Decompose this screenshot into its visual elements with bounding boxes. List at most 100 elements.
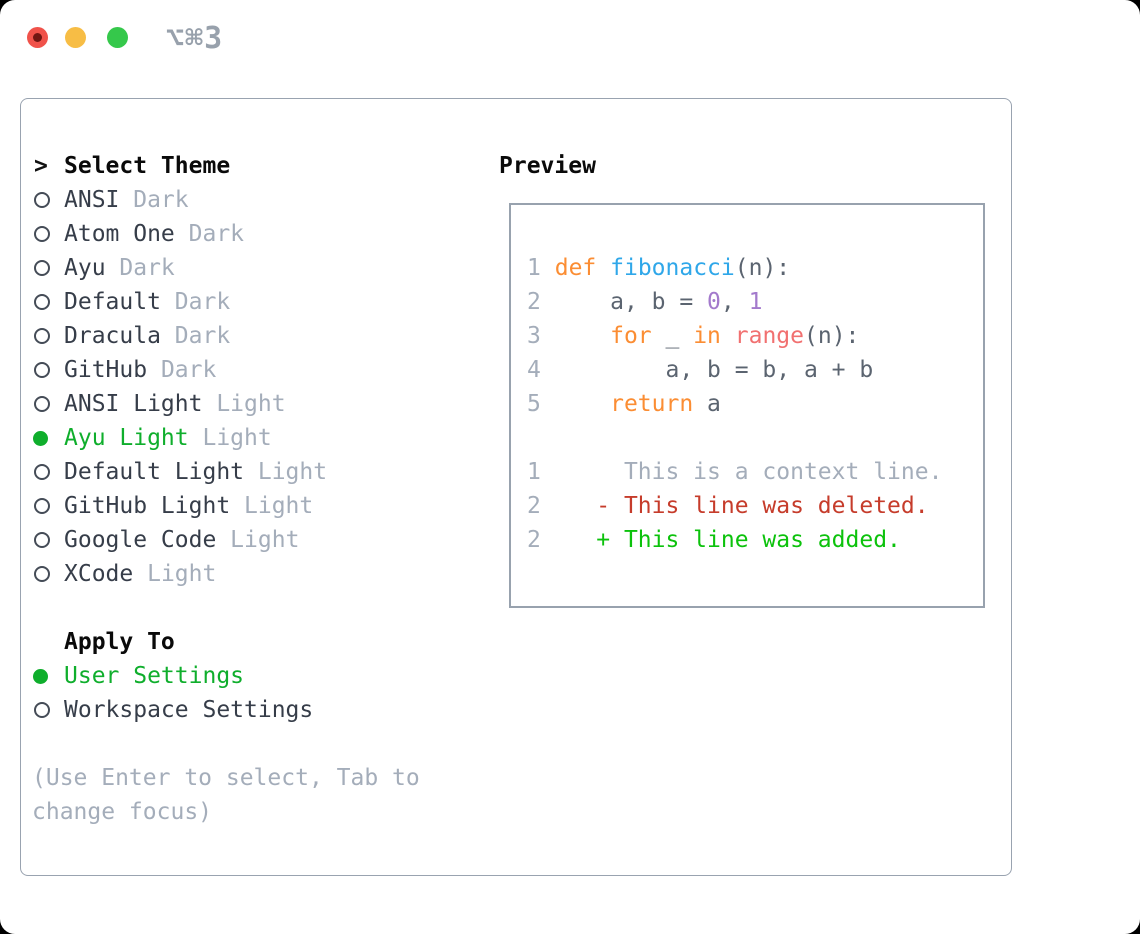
code-token-kw: return [610, 391, 694, 417]
theme-name: ANSI [64, 187, 120, 213]
radio-ring [34, 396, 50, 412]
theme-option-ayu[interactable]: Ayu Dark [32, 251, 472, 285]
radio-ring [34, 260, 50, 276]
code-token-tx: a, b = b, a + b [540, 357, 874, 383]
apply-option-label: Workspace Settings [64, 697, 314, 723]
line-number: 5 [527, 391, 541, 417]
radio-unselected-icon [32, 523, 64, 557]
radio-unselected-icon [32, 319, 64, 353]
theme-variant-label: Light [244, 459, 328, 485]
radio-ring [34, 294, 50, 310]
code-blank-line [527, 217, 983, 251]
line-number: 4 [527, 357, 541, 383]
code-blank-line [527, 557, 983, 591]
line-number: 1 [527, 255, 541, 281]
cursor-icon: > [32, 149, 64, 183]
theme-name: Ayu [64, 255, 106, 281]
radio-ring [34, 566, 50, 582]
theme-variant-label: Light [216, 527, 300, 553]
theme-list-title: Select Theme [64, 153, 231, 179]
theme-name: GitHub Light [64, 493, 231, 519]
radio-ring [34, 192, 50, 208]
radio-ring [34, 498, 50, 514]
theme-option-github-light[interactable]: GitHub Light Light [32, 489, 472, 523]
code-token-tx: (n): [804, 323, 860, 349]
radio-ring [34, 532, 50, 548]
code-token-tx: _ [651, 323, 694, 349]
theme-variant-label: Dark [160, 323, 231, 349]
code-line: 2 + This line was added. [527, 523, 983, 557]
theme-variant-label: Dark [160, 289, 231, 315]
line-number: 2 [527, 527, 541, 553]
close-button[interactable] [27, 27, 48, 48]
theme-option-google-code[interactable]: Google Code Light [32, 523, 472, 557]
radio-selected-icon [32, 421, 64, 455]
theme-variant-label: Light [133, 561, 217, 587]
line-number: 1 [527, 459, 541, 485]
code-token-lit: 1 [748, 289, 763, 315]
code-token-tx [541, 323, 610, 349]
theme-name: Google Code [64, 527, 217, 553]
theme-variant-label: Dark [174, 221, 245, 247]
code-line: 5 return a [527, 387, 983, 421]
radio-ring [34, 226, 50, 242]
line-number: 2 [527, 493, 541, 519]
radio-unselected-icon [32, 455, 64, 489]
code-token-tx [721, 323, 735, 349]
theme-option-ayu-light[interactable]: Ayu Light Light [32, 421, 472, 455]
theme-name: ANSI Light [64, 391, 203, 417]
spacer-row [32, 727, 472, 761]
theme-option-atom-one[interactable]: Atom One Dark [32, 217, 472, 251]
theme-option-default[interactable]: Default Dark [32, 285, 472, 319]
apply-option-user-settings[interactable]: User Settings [32, 659, 472, 693]
minimize-button[interactable] [65, 27, 86, 48]
radio-ring [34, 362, 50, 378]
apply-option-workspace-settings[interactable]: Workspace Settings [32, 693, 472, 727]
theme-option-github[interactable]: GitHub Dark [32, 353, 472, 387]
code-token-add: + This line was added. [540, 527, 901, 553]
code-token-tx: a [693, 391, 721, 417]
code-token-kw: for [610, 323, 652, 349]
code-line: 1 This is a context line. [527, 455, 983, 489]
code-token-tx: a, b = [540, 289, 708, 315]
code-token-kw: def [554, 255, 597, 281]
theme-variant-label: Light [202, 391, 286, 417]
theme-option-dracula[interactable]: Dracula Dark [32, 319, 472, 353]
code-token-bi: range [734, 323, 805, 349]
cursor-glyph: > [34, 153, 48, 179]
code-token-kw: in [693, 323, 721, 349]
hint-text-line-1: (Use Enter to select, Tab to [32, 765, 420, 791]
radio-unselected-icon [32, 285, 64, 319]
code-line: 4 a, b = b, a + b [527, 353, 983, 387]
code-line: 2 - This line was deleted. [527, 489, 983, 523]
code-line: 2 a, b = 0, 1 [527, 285, 983, 319]
marker-spacer [32, 625, 64, 659]
code-token-tx [541, 391, 610, 417]
theme-name: Default Light [64, 459, 245, 485]
code-blank-line [527, 421, 983, 455]
spacer-row [32, 591, 472, 625]
radio-fill [33, 668, 48, 684]
radio-unselected-icon [32, 353, 64, 387]
code-token-tx [596, 255, 610, 281]
theme-option-default-light[interactable]: Default Light Light [32, 455, 472, 489]
radio-unselected-icon [32, 557, 64, 591]
zoom-button[interactable] [107, 27, 128, 48]
theme-option-ansi[interactable]: ANSI Dark [32, 183, 472, 217]
preview-title: Preview [499, 153, 596, 179]
theme-variant-label: Light [230, 493, 314, 519]
theme-list-header: > Select Theme [32, 149, 472, 183]
theme-option-xcode[interactable]: XCode Light [32, 557, 472, 591]
radio-unselected-icon [32, 251, 64, 285]
apply-to-header: Apply To [32, 625, 472, 659]
theme-variant-label: Dark [119, 187, 189, 213]
radio-selected-icon [32, 659, 64, 693]
radio-unselected-icon [32, 489, 64, 523]
keyboard-shortcut-label: ⌥⌘3 [166, 21, 224, 56]
code-token-tx: , [720, 289, 749, 315]
theme-option-ansi-light[interactable]: ANSI Light Light [32, 387, 472, 421]
